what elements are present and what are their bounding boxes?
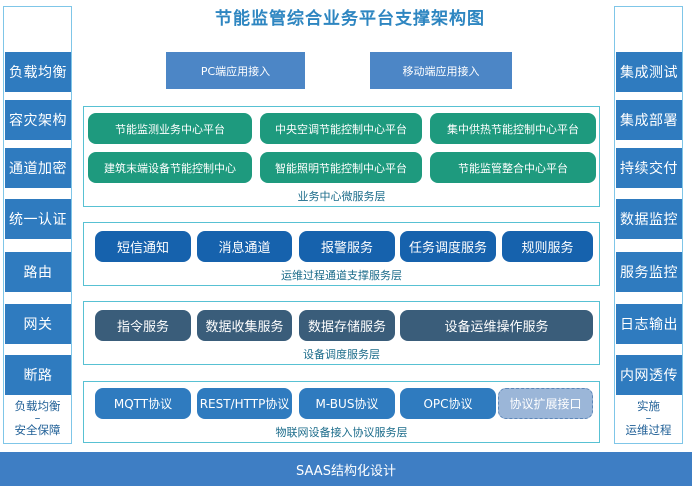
business-layer-label: 业务中心微服务层 bbox=[297, 190, 386, 203]
business-layer: 节能监测业务中心平台 中央空调节能控制中心平台 集中供热节能控制中心平台 建筑末… bbox=[83, 106, 600, 207]
ops-item-alarm: 报警服务 bbox=[299, 231, 395, 262]
ops-layer-label: 运维过程通道支撑服务层 bbox=[281, 269, 402, 282]
saas-bottom-bar: SAAS结构化设计 bbox=[0, 452, 692, 486]
ops-item-task-scheduling: 任务调度服务 bbox=[400, 231, 496, 262]
device-layer-label: 设备调度服务层 bbox=[303, 348, 380, 361]
left-item-routing: 路由 bbox=[5, 252, 71, 292]
right-footer-dash: – bbox=[645, 411, 652, 425]
left-item-load-balance: 负载均衡 bbox=[5, 52, 71, 92]
business-item-monitoring: 节能监测业务中心平台 bbox=[88, 113, 252, 144]
mobile-access-box: 移动端应用接入 bbox=[370, 52, 512, 89]
right-item-data-monitoring: 数据监控 bbox=[616, 199, 682, 239]
ops-item-rules: 规则服务 bbox=[502, 231, 593, 262]
protocol-item-mqtt: MQTT协议 bbox=[95, 388, 191, 419]
left-item-circuit-breaker: 断路 bbox=[5, 355, 71, 395]
ops-layer: 短信通知 消息通道 报警服务 任务调度服务 规则服务 运维过程通道支撑服务层 bbox=[83, 222, 600, 286]
right-footer-line-1: 实施 bbox=[637, 399, 660, 413]
right-item-integration-test: 集成测试 bbox=[616, 52, 682, 92]
protocol-item-opc: OPC协议 bbox=[400, 388, 496, 419]
business-item-hvac: 中央空调节能控制中心平台 bbox=[260, 113, 422, 144]
ops-item-sms: 短信通知 bbox=[95, 231, 191, 262]
right-item-integration-deploy: 集成部署 bbox=[616, 100, 682, 140]
diagram-title: 节能监管综合业务平台支撑架构图 bbox=[215, 9, 485, 29]
protocol-item-rest-http: REST/HTTP协议 bbox=[197, 388, 292, 419]
left-item-unified-auth: 统一认证 bbox=[5, 199, 71, 239]
device-item-data-collection: 数据收集服务 bbox=[197, 310, 292, 341]
left-footer-line-2: 安全保障 bbox=[14, 423, 61, 437]
right-item-intranet-penetration: 内网透传 bbox=[616, 355, 682, 395]
left-item-gateway: 网关 bbox=[5, 304, 71, 344]
device-item-command: 指令服务 bbox=[95, 310, 191, 341]
business-item-building-terminal: 建筑末端设备节能控制中心 bbox=[88, 152, 252, 183]
right-column: 集成测试 集成部署 持续交付 数据监控 服务监控 日志输出 内网透传 实施 – … bbox=[614, 6, 683, 444]
left-footer-dash: – bbox=[34, 411, 41, 425]
left-footer-line-1: 负载均衡 bbox=[14, 399, 61, 413]
business-item-lighting: 智能照明节能控制中心平台 bbox=[260, 152, 422, 183]
device-item-data-storage: 数据存储服务 bbox=[299, 310, 395, 341]
protocol-item-mbus: M-BUS协议 bbox=[299, 388, 395, 419]
left-item-disaster-recovery: 容灾架构 bbox=[5, 100, 71, 140]
ops-item-message-channel: 消息通道 bbox=[197, 231, 292, 262]
protocol-layer: MQTT协议 REST/HTTP协议 M-BUS协议 OPC协议 协议扩展接口 … bbox=[83, 381, 600, 443]
pc-access-box: PC端应用接入 bbox=[166, 52, 305, 89]
business-item-heating: 集中供热节能控制中心平台 bbox=[430, 113, 596, 144]
device-item-operations: 设备运维操作服务 bbox=[400, 310, 593, 341]
protocol-layer-label: 物联网设备接入协议服务层 bbox=[275, 426, 408, 439]
device-layer: 指令服务 数据收集服务 数据存储服务 设备运维操作服务 设备调度服务层 bbox=[83, 301, 600, 365]
left-item-channel-encryption: 通道加密 bbox=[5, 148, 71, 188]
business-item-integration: 节能监管整合中心平台 bbox=[430, 152, 596, 183]
right-item-log-output: 日志输出 bbox=[616, 304, 682, 344]
right-item-continuous-delivery: 持续交付 bbox=[616, 148, 682, 188]
right-footer-line-2: 运维过程 bbox=[625, 423, 672, 437]
protocol-item-extension: 协议扩展接口 bbox=[498, 388, 593, 419]
left-column: 负载均衡 容灾架构 通道加密 统一认证 路由 网关 断路 负载均衡 – 安全保障 bbox=[3, 6, 72, 444]
right-item-service-monitoring: 服务监控 bbox=[616, 252, 682, 292]
